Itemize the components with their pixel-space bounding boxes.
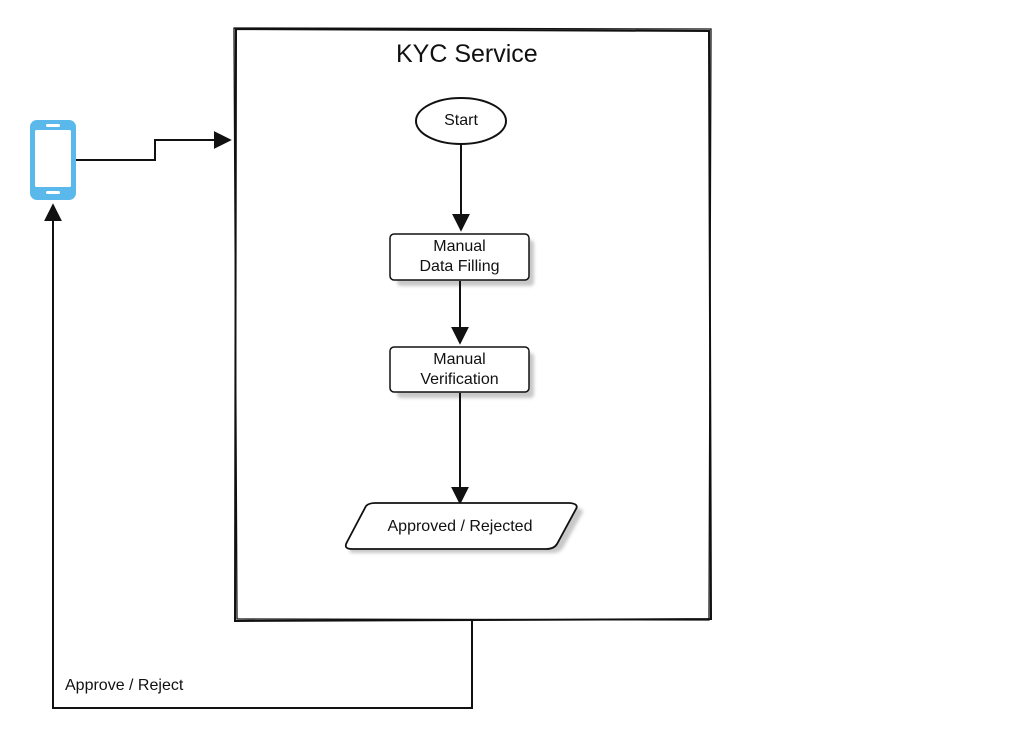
result-node — [344, 502, 583, 553]
kyc-service-container — [233, 27, 713, 623]
manual-verification-line-1: Manual — [433, 351, 486, 368]
return-edge — [44, 203, 473, 709]
result-label: Approved / Rejected — [387, 518, 533, 535]
diagram-title: KYC Service — [396, 40, 538, 68]
manual-data-filling-label: Manual Data Filling — [390, 237, 529, 277]
manual-data-filling-line-2: Data Filling — [419, 258, 500, 275]
start-label: Start — [444, 112, 478, 129]
manual-verification-line-2: Verification — [420, 371, 499, 388]
manual-data-filling-node — [389, 233, 534, 286]
return-edge-label: Approve / Reject — [65, 677, 184, 694]
phone-to-service-edge — [76, 131, 232, 161]
manual-verification-label: Manual Verification — [390, 350, 529, 390]
manual-verification-node — [389, 346, 534, 398]
mobile-phone-icon — [30, 120, 76, 200]
manual-data-filling-line-1: Manual — [433, 238, 486, 255]
